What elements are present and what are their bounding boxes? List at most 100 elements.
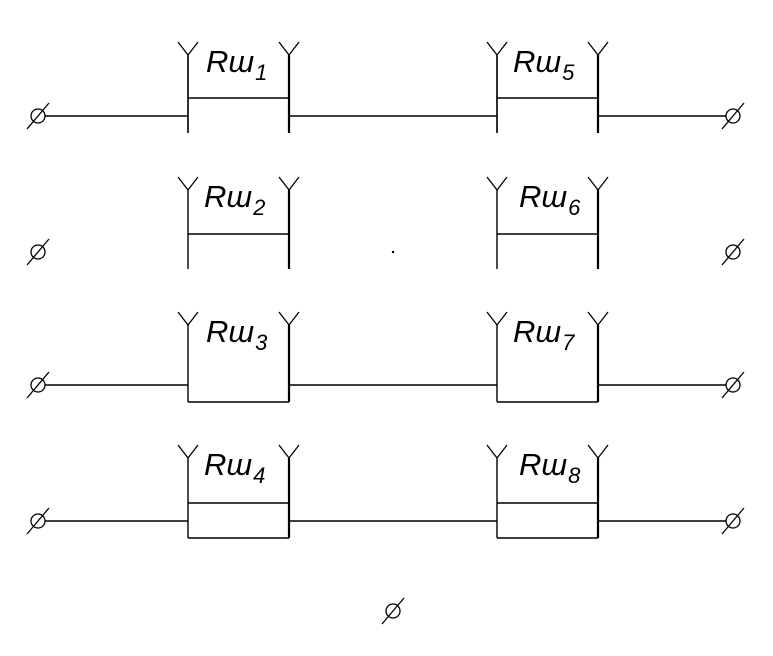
diagram-row-3 <box>26 371 745 399</box>
antenna-right-icon <box>278 176 300 191</box>
resistor-label: Rш2 <box>204 179 265 220</box>
antenna-left-icon <box>177 444 199 459</box>
antenna-left-icon <box>177 311 199 326</box>
antenna-left-arm <box>177 444 189 459</box>
resistor-label: Rш8 <box>519 447 581 488</box>
terminal-circle <box>725 377 741 393</box>
antenna-left-icon <box>177 176 199 191</box>
terminal-circle <box>30 513 46 529</box>
terminal-bottom-icon <box>381 597 405 625</box>
terminal-left-icon <box>26 507 50 535</box>
antenna-left-icon <box>177 41 199 56</box>
resistor-label-subscript: 7 <box>562 330 575 355</box>
antenna-right-icon <box>278 311 300 326</box>
antenna-right-arm <box>187 444 199 459</box>
antenna-right-arm <box>496 41 508 56</box>
antenna-left-arm <box>486 444 498 459</box>
wire-dot <box>391 250 395 254</box>
antenna-right-arm <box>597 176 609 191</box>
antenna-right-icon <box>278 41 300 56</box>
antenna-left-arm <box>486 311 498 326</box>
resistor-label-subscript: 1 <box>255 60 267 85</box>
terminal-circle <box>30 108 46 124</box>
terminal-slash <box>26 371 50 399</box>
resistor-label-prefix: Rш <box>513 44 561 79</box>
resistor-label: Rш7 <box>513 314 575 355</box>
antenna-left-arm <box>278 176 290 191</box>
antenna-right-icon <box>587 311 609 326</box>
resistor-label-prefix: Rш <box>513 314 561 349</box>
resistor-label-prefix: Rш <box>519 447 567 482</box>
resistor-label-prefix: Rш <box>519 179 567 214</box>
antenna-right-arm <box>496 311 508 326</box>
terminal-slash <box>26 102 50 130</box>
resistor-rsh5: Rш5 <box>486 41 609 133</box>
antenna-right-arm <box>288 311 300 326</box>
antenna-left-icon <box>486 444 508 459</box>
antenna-left-icon <box>486 41 508 56</box>
terminal-circle <box>30 244 46 260</box>
antenna-left-arm <box>486 41 498 56</box>
terminal-slash <box>26 238 50 266</box>
antenna-left-icon <box>486 176 508 191</box>
antenna-right-arm <box>187 176 199 191</box>
resistor-rsh3: Rш3 <box>177 311 300 403</box>
antenna-left-arm <box>177 311 189 326</box>
resistor-label: Rш5 <box>513 44 575 85</box>
antenna-right-arm <box>187 311 199 326</box>
terminal-right-icon <box>721 238 745 266</box>
antenna-left-arm <box>587 311 599 326</box>
terminal-circle <box>725 513 741 529</box>
resistor-label-prefix: Rш <box>206 314 254 349</box>
antenna-right-arm <box>597 41 609 56</box>
antenna-left-arm <box>278 41 290 56</box>
terminal-slash <box>721 507 745 535</box>
resistor-rsh1: Rш1 <box>177 41 300 133</box>
antenna-right-arm <box>597 311 609 326</box>
antenna-right-icon <box>587 444 609 459</box>
resistor-label-subscript: 2 <box>252 195 265 220</box>
terminal-right-icon <box>721 102 745 130</box>
resistor-label: Rш1 <box>206 44 267 85</box>
antenna-right-icon <box>587 41 609 56</box>
terminal-circle <box>725 244 741 260</box>
antenna-right-arm <box>597 444 609 459</box>
antenna-left-arm <box>278 311 290 326</box>
antenna-right-icon <box>587 176 609 191</box>
resistor-label-subscript: 5 <box>562 60 575 85</box>
terminal-slash <box>721 102 745 130</box>
antenna-right-icon <box>278 444 300 459</box>
antenna-left-arm <box>177 176 189 191</box>
resistor-rsh6: Rш6 <box>486 176 609 269</box>
antenna-right-arm <box>187 41 199 56</box>
resistor-rsh7: Rш7 <box>486 311 609 403</box>
resistor-label-prefix: Rш <box>204 179 252 214</box>
diagram-row-2 <box>26 238 745 266</box>
resistor-label-prefix: Rш <box>204 447 252 482</box>
antenna-left-arm <box>278 444 290 459</box>
terminal-left-icon <box>26 238 50 266</box>
antenna-left-arm <box>587 444 599 459</box>
terminal-left-icon <box>26 371 50 399</box>
terminal-right-icon <box>721 371 745 399</box>
terminal-slash <box>381 597 405 625</box>
antenna-left-icon <box>486 311 508 326</box>
terminal-circle <box>725 108 741 124</box>
diagram-row-4 <box>26 507 745 535</box>
antenna-left-arm <box>587 41 599 56</box>
terminal-left-icon <box>26 102 50 130</box>
antenna-left-arm <box>486 176 498 191</box>
resistor-label-subscript: 6 <box>568 195 581 220</box>
terminal-circle <box>385 603 401 619</box>
resistor-label-subscript: 8 <box>568 463 581 488</box>
antenna-left-arm <box>177 41 189 56</box>
terminal-right-icon <box>721 507 745 535</box>
resistor-label: Rш4 <box>204 447 265 488</box>
antenna-right-arm <box>288 444 300 459</box>
resistor-label-subscript: 4 <box>253 463 265 488</box>
terminal-slash <box>721 371 745 399</box>
resistor-label-prefix: Rш <box>206 44 254 79</box>
antenna-right-arm <box>496 176 508 191</box>
antenna-right-arm <box>288 176 300 191</box>
